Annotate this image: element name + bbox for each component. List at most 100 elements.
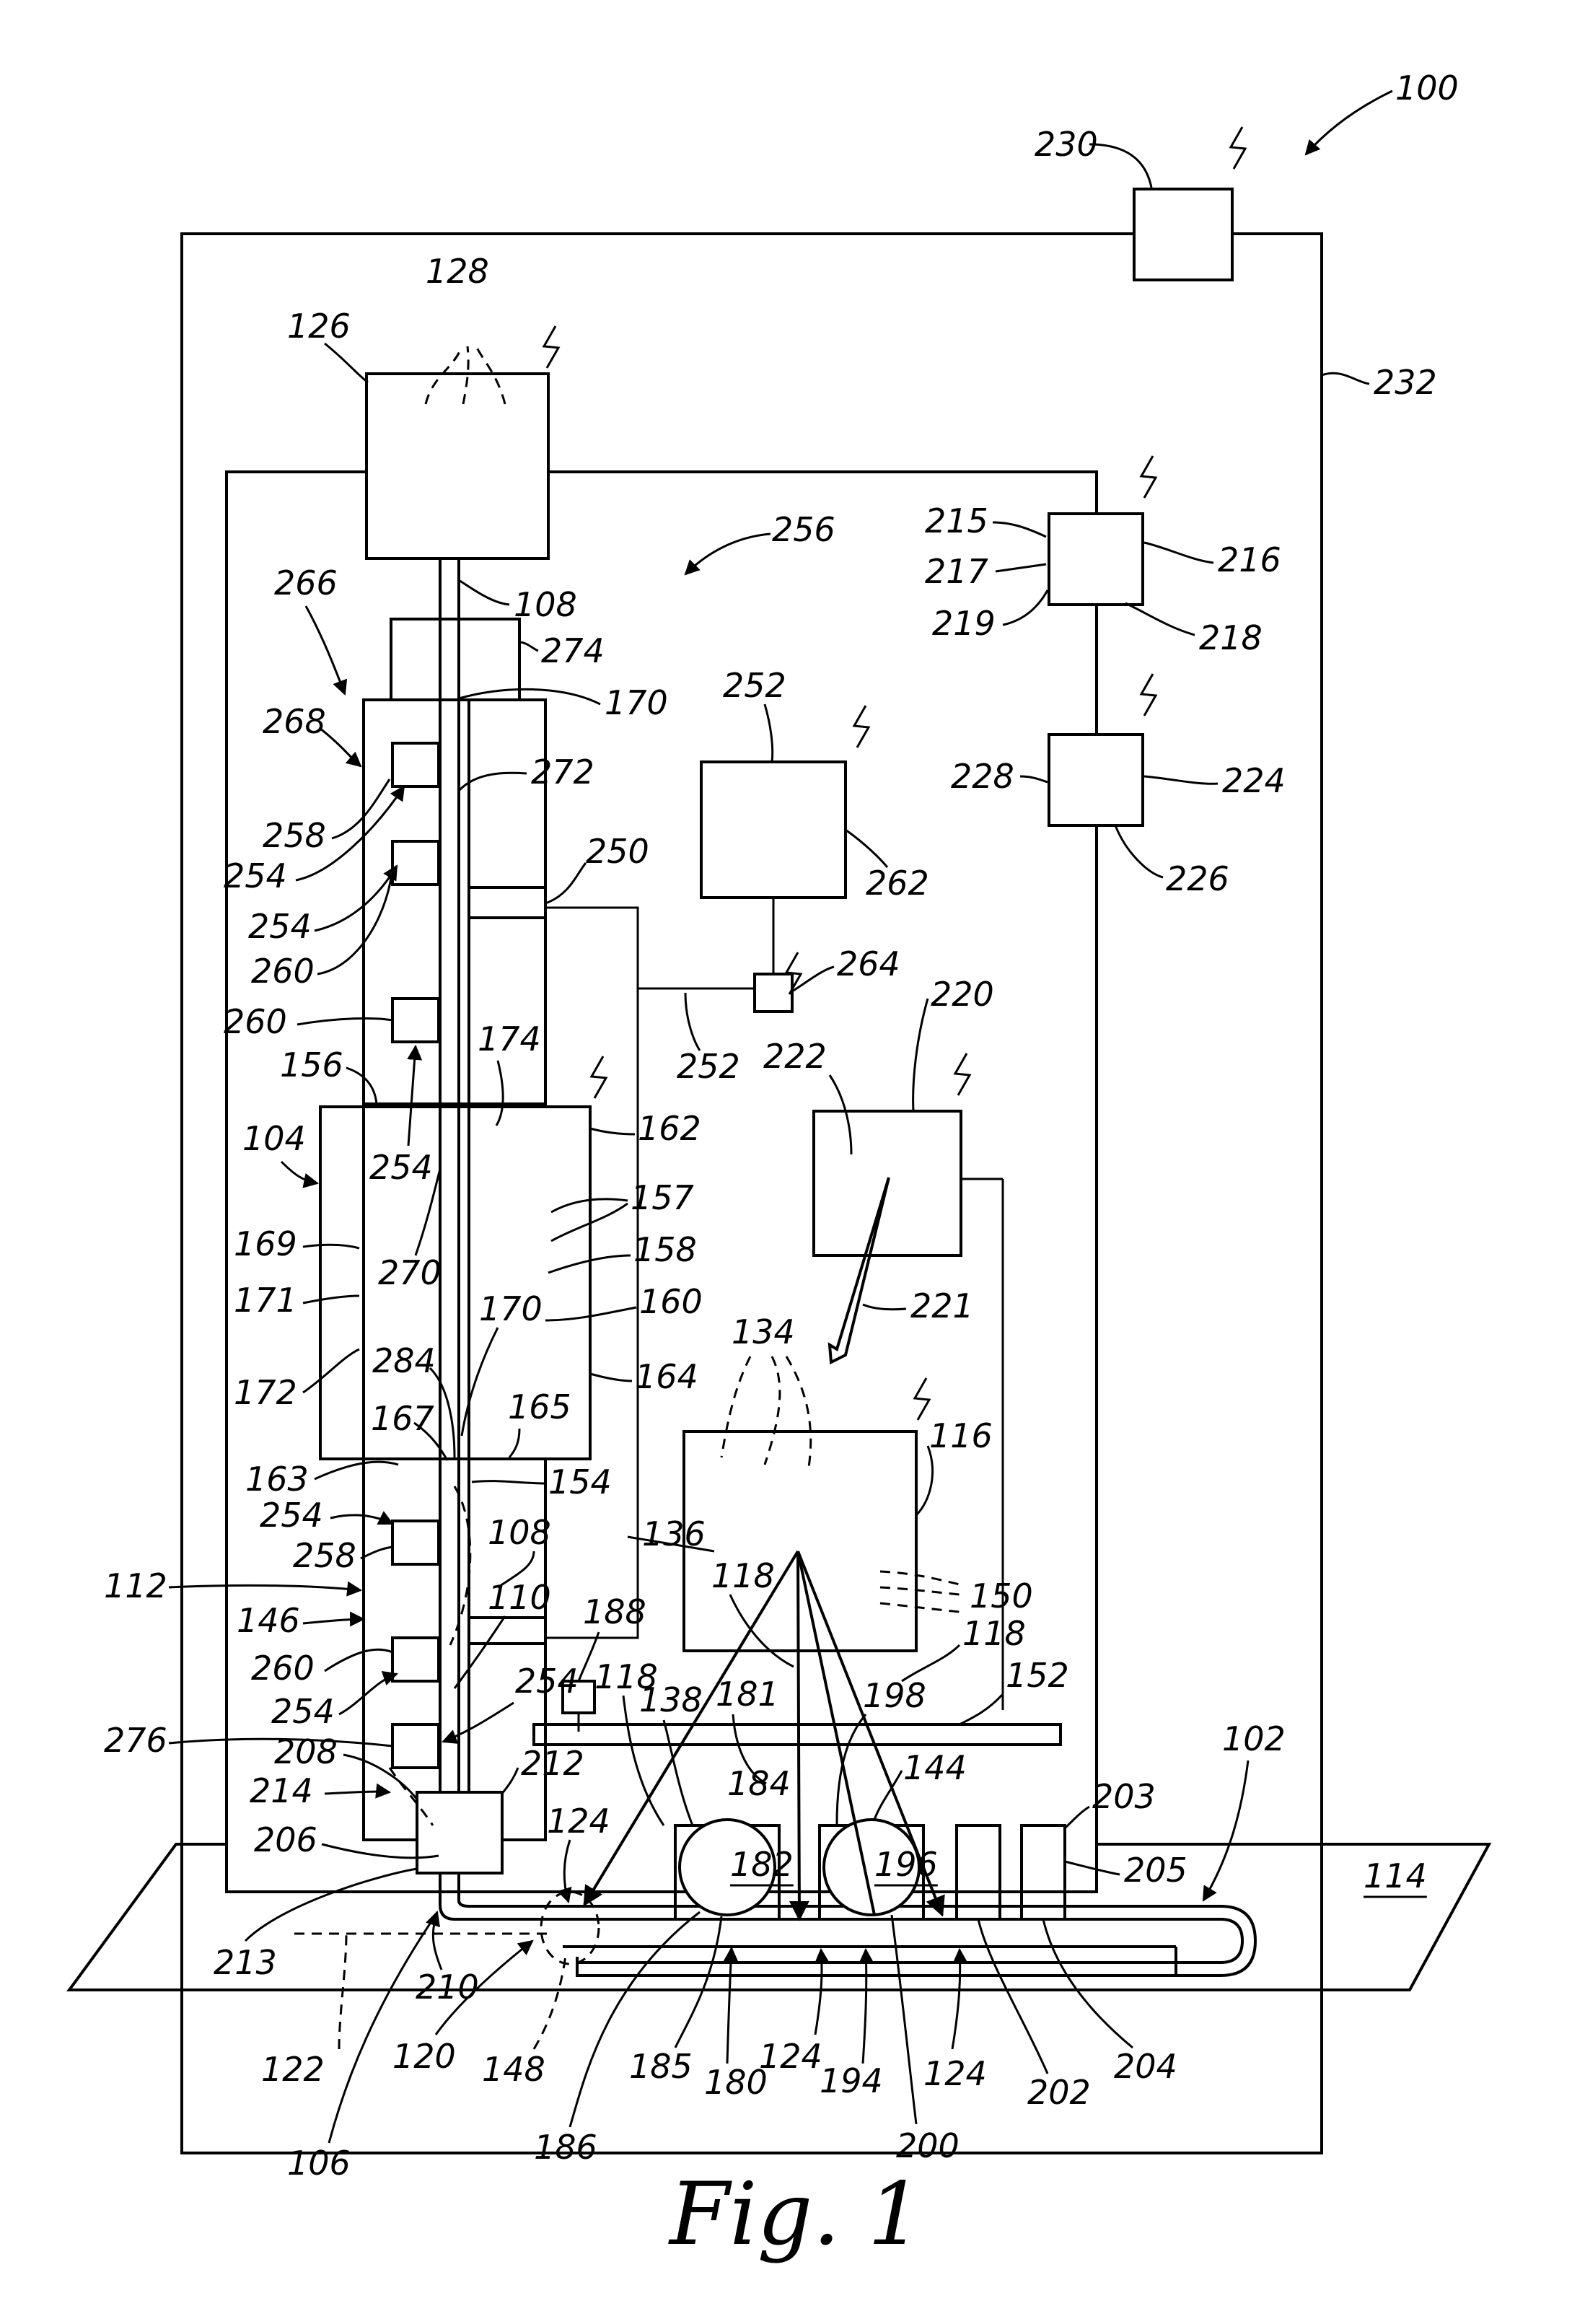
label-164: 164 (635, 1357, 698, 1396)
label-100: 100 (1395, 69, 1459, 108)
label-120: 120 (392, 2037, 456, 2076)
label-196: 196 (874, 1845, 938, 1884)
label-182: 182 (730, 1845, 794, 1884)
label-222: 222 (763, 1037, 827, 1076)
label-171: 171 (234, 1281, 297, 1320)
label-158: 158 (633, 1230, 697, 1269)
label-160: 160 (639, 1282, 703, 1321)
label-170-mid: 170 (479, 1289, 543, 1328)
label-210: 210 (416, 1968, 479, 2007)
label-198: 198 (863, 1676, 926, 1715)
label-205: 205 (1124, 1851, 1187, 1890)
label-126: 126 (287, 307, 351, 346)
label-116: 116 (929, 1416, 993, 1455)
label-270: 270 (378, 1253, 442, 1292)
label-108-mid: 108 (488, 1513, 551, 1552)
label-256: 256 (772, 510, 835, 549)
label-152: 152 (1006, 1656, 1069, 1695)
label-272: 272 (531, 753, 594, 792)
label-274: 274 (541, 631, 605, 670)
label-254-a: 254 (224, 856, 287, 895)
label-250: 250 (586, 832, 649, 871)
label-213: 213 (214, 1943, 277, 1982)
label-102: 102 (1222, 1719, 1286, 1758)
label-264: 264 (837, 944, 900, 983)
label-194: 194 (820, 2061, 883, 2100)
label-157: 157 (631, 1178, 694, 1217)
label-170-top: 170 (605, 683, 668, 722)
label-180: 180 (704, 2063, 768, 2102)
label-174: 174 (478, 1020, 541, 1058)
label-252-b: 252 (677, 1047, 740, 1086)
label-146: 146 (237, 1601, 300, 1640)
label-163: 163 (245, 1460, 309, 1499)
label-260-c: 260 (251, 1649, 315, 1688)
label-186: 186 (534, 2128, 597, 2167)
label-230: 230 (1035, 125, 1098, 164)
label-124-top: 124 (547, 1802, 610, 1841)
label-232: 232 (1374, 363, 1437, 402)
label-254-c: 254 (369, 1148, 433, 1187)
label-284: 284 (372, 1341, 436, 1380)
label-200: 200 (896, 2126, 960, 2165)
label-218: 218 (1199, 618, 1263, 657)
label-165: 165 (508, 1387, 571, 1426)
label-204: 204 (1114, 2047, 1177, 2086)
label-110: 110 (488, 1578, 551, 1617)
label-148: 148 (482, 2050, 545, 2089)
label-212: 212 (521, 1744, 584, 1783)
label-216: 216 (1218, 540, 1281, 579)
label-114: 114 (1364, 1856, 1427, 1895)
figure-caption: Fig. 1 (668, 2165, 923, 2265)
label-162: 162 (638, 1109, 701, 1148)
label-226: 226 (1166, 859, 1229, 898)
label-203: 203 (1092, 1777, 1156, 1816)
label-252-top: 252 (723, 666, 786, 705)
label-206: 206 (254, 1820, 317, 1859)
label-202: 202 (1027, 2073, 1091, 2112)
label-214: 214 (250, 1771, 313, 1810)
label-112: 112 (104, 1566, 167, 1605)
label-144: 144 (903, 1748, 967, 1787)
label-154: 154 (548, 1463, 612, 1501)
label-172: 172 (234, 1373, 297, 1412)
label-108-top: 108 (514, 585, 577, 624)
label-128: 128 (426, 252, 489, 291)
label-118-right: 118 (962, 1614, 1026, 1653)
label-208: 208 (274, 1732, 338, 1771)
label-254-f: 254 (515, 1662, 579, 1701)
label-118-top: 118 (711, 1556, 775, 1595)
label-106: 106 (287, 2144, 351, 2183)
label-150: 150 (970, 1577, 1033, 1615)
label-220: 220 (931, 975, 994, 1014)
label-254-e: 254 (271, 1692, 335, 1731)
label-188: 188 (583, 1592, 646, 1631)
label-254-b: 254 (248, 907, 312, 946)
head-unit-box (366, 374, 548, 558)
label-185: 185 (629, 2047, 693, 2086)
label-124-a: 124 (759, 2037, 822, 2076)
label-266: 266 (274, 564, 338, 602)
label-276: 276 (104, 1721, 167, 1760)
label-258-b: 258 (293, 1536, 356, 1575)
label-260-top: 260 (251, 952, 315, 991)
label-262: 262 (866, 864, 929, 903)
label-134: 134 (732, 1312, 795, 1351)
label-217: 217 (925, 552, 988, 591)
label-104: 104 (242, 1119, 306, 1158)
label-156: 156 (280, 1045, 343, 1084)
label-215: 215 (925, 501, 988, 540)
label-228: 228 (951, 757, 1014, 796)
label-181: 181 (716, 1675, 779, 1714)
label-258-top: 258 (263, 816, 326, 855)
label-184: 184 (727, 1764, 791, 1803)
label-254-d: 254 (260, 1496, 323, 1535)
label-219: 219 (932, 604, 996, 643)
label-260-b: 260 (224, 1002, 287, 1041)
label-124-b: 124 (923, 2054, 987, 2093)
label-224: 224 (1222, 761, 1286, 800)
label-221: 221 (910, 1286, 974, 1325)
label-138: 138 (639, 1680, 703, 1719)
remote-unit-box (1134, 189, 1232, 280)
